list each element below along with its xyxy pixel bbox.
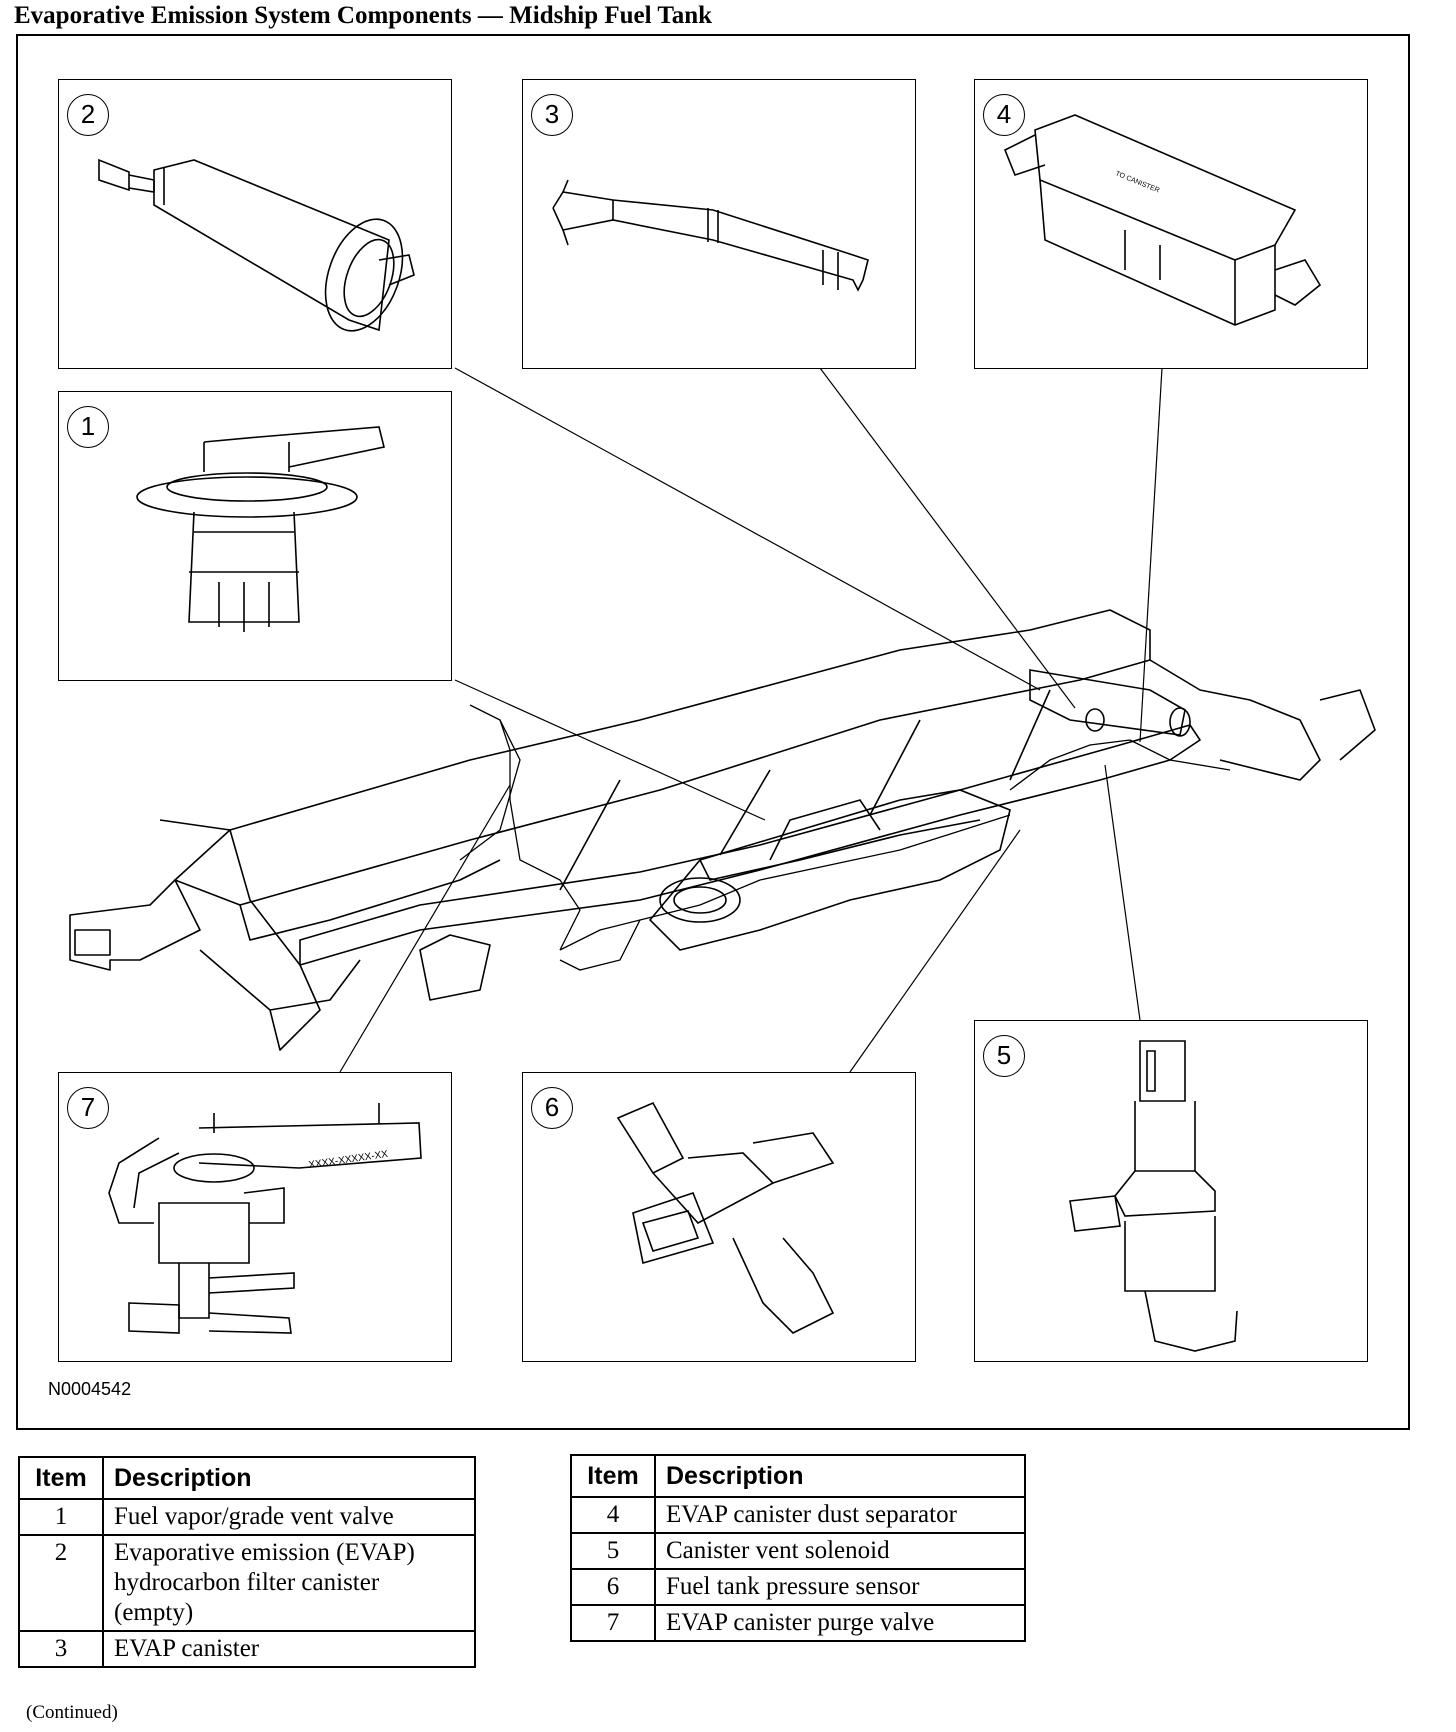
callout-7: 7 bbox=[67, 1087, 109, 1129]
component-panel-2: 2 bbox=[58, 79, 452, 369]
part-number-text: XXXX-XXXXX-XX bbox=[308, 1149, 389, 1171]
component-panel-3: 3 bbox=[522, 79, 916, 369]
table-row: 3 EVAP canister bbox=[18, 1630, 476, 1668]
item-number: 1 bbox=[18, 1498, 104, 1536]
purge-valve-drawing: XXXX-XXXXX-XX bbox=[108, 1103, 422, 1334]
callout-4: 4 bbox=[983, 94, 1025, 136]
item-number: 3 bbox=[18, 1630, 104, 1668]
marking-text: TO CANISTER bbox=[1114, 170, 1160, 194]
item-description: EVAP canister purge valve bbox=[654, 1604, 1026, 1642]
figure-id: N0004542 bbox=[48, 1379, 132, 1399]
item-number: 5 bbox=[570, 1532, 656, 1570]
callout-5: 5 bbox=[983, 1035, 1025, 1077]
table-row: 6 Fuel tank pressure sensor bbox=[570, 1568, 1026, 1606]
description-header: Description bbox=[102, 1456, 476, 1500]
item-number: 6 bbox=[570, 1568, 656, 1606]
table-row: 1 Fuel vapor/grade vent valve bbox=[18, 1498, 476, 1536]
callout-6: 6 bbox=[531, 1087, 573, 1129]
item-description: EVAP canister dust separator bbox=[654, 1496, 1026, 1534]
evap-filter-canister-drawing bbox=[98, 158, 415, 332]
callout-3: 3 bbox=[531, 94, 573, 136]
item-header: Item bbox=[570, 1454, 656, 1498]
component-panel-5: 5 bbox=[974, 1020, 1368, 1362]
item-number: 7 bbox=[570, 1604, 656, 1642]
table-row: 7 EVAP canister purge valve bbox=[570, 1604, 1026, 1642]
frame-rails bbox=[69, 609, 1376, 1051]
pressure-sensor-drawing bbox=[616, 1101, 835, 1334]
legend-table-left: Item Description 1 Fuel vapor/grade vent… bbox=[18, 1456, 476, 1668]
evap-canister-drawing bbox=[552, 179, 869, 292]
table-row: 4 EVAP canister dust separator bbox=[570, 1496, 1026, 1534]
canister-assembly bbox=[1029, 669, 1191, 737]
legend-table-right: Item Description 4 EVAP canister dust se… bbox=[570, 1454, 1026, 1642]
component-panel-4: 4 TO CANISTER bbox=[974, 79, 1368, 369]
callout-1: 1 bbox=[67, 406, 109, 448]
continued-note: (Continued) bbox=[26, 1702, 118, 1723]
item-number: 4 bbox=[570, 1496, 656, 1534]
fuel-tank bbox=[648, 789, 1011, 951]
item-description: Canister vent solenoid bbox=[654, 1532, 1026, 1570]
item-description: EVAP canister bbox=[102, 1630, 476, 1668]
table-row: 5 Canister vent solenoid bbox=[570, 1532, 1026, 1570]
description-header: Description bbox=[654, 1454, 1026, 1498]
item-description: Evaporative emission (EVAP) hydrocarbon … bbox=[102, 1534, 476, 1632]
vapor-lines bbox=[459, 704, 1231, 971]
component-panel-1: 1 bbox=[58, 391, 452, 681]
dust-separator-drawing: TO CANISTER bbox=[1003, 114, 1322, 326]
callout-2: 2 bbox=[67, 94, 109, 136]
item-description: Fuel vapor/grade vent valve bbox=[102, 1498, 476, 1536]
item-description: Fuel tank pressure sensor bbox=[654, 1568, 1026, 1606]
leader-lines bbox=[339, 367, 1163, 1073]
page-title: Evaporative Emission System Components —… bbox=[14, 2, 713, 29]
component-panel-7: 7 XXXX-XXXXX-XX bbox=[58, 1072, 452, 1362]
item-header: Item bbox=[18, 1456, 104, 1500]
vent-valve-drawing bbox=[136, 426, 385, 632]
vent-solenoid-drawing bbox=[1069, 1040, 1238, 1352]
item-number: 2 bbox=[18, 1534, 104, 1632]
diagram-frame bbox=[16, 34, 1410, 1430]
component-panel-6: 6 bbox=[522, 1072, 916, 1362]
table-row: 2 Evaporative emission (EVAP) hydrocarbo… bbox=[18, 1534, 476, 1632]
